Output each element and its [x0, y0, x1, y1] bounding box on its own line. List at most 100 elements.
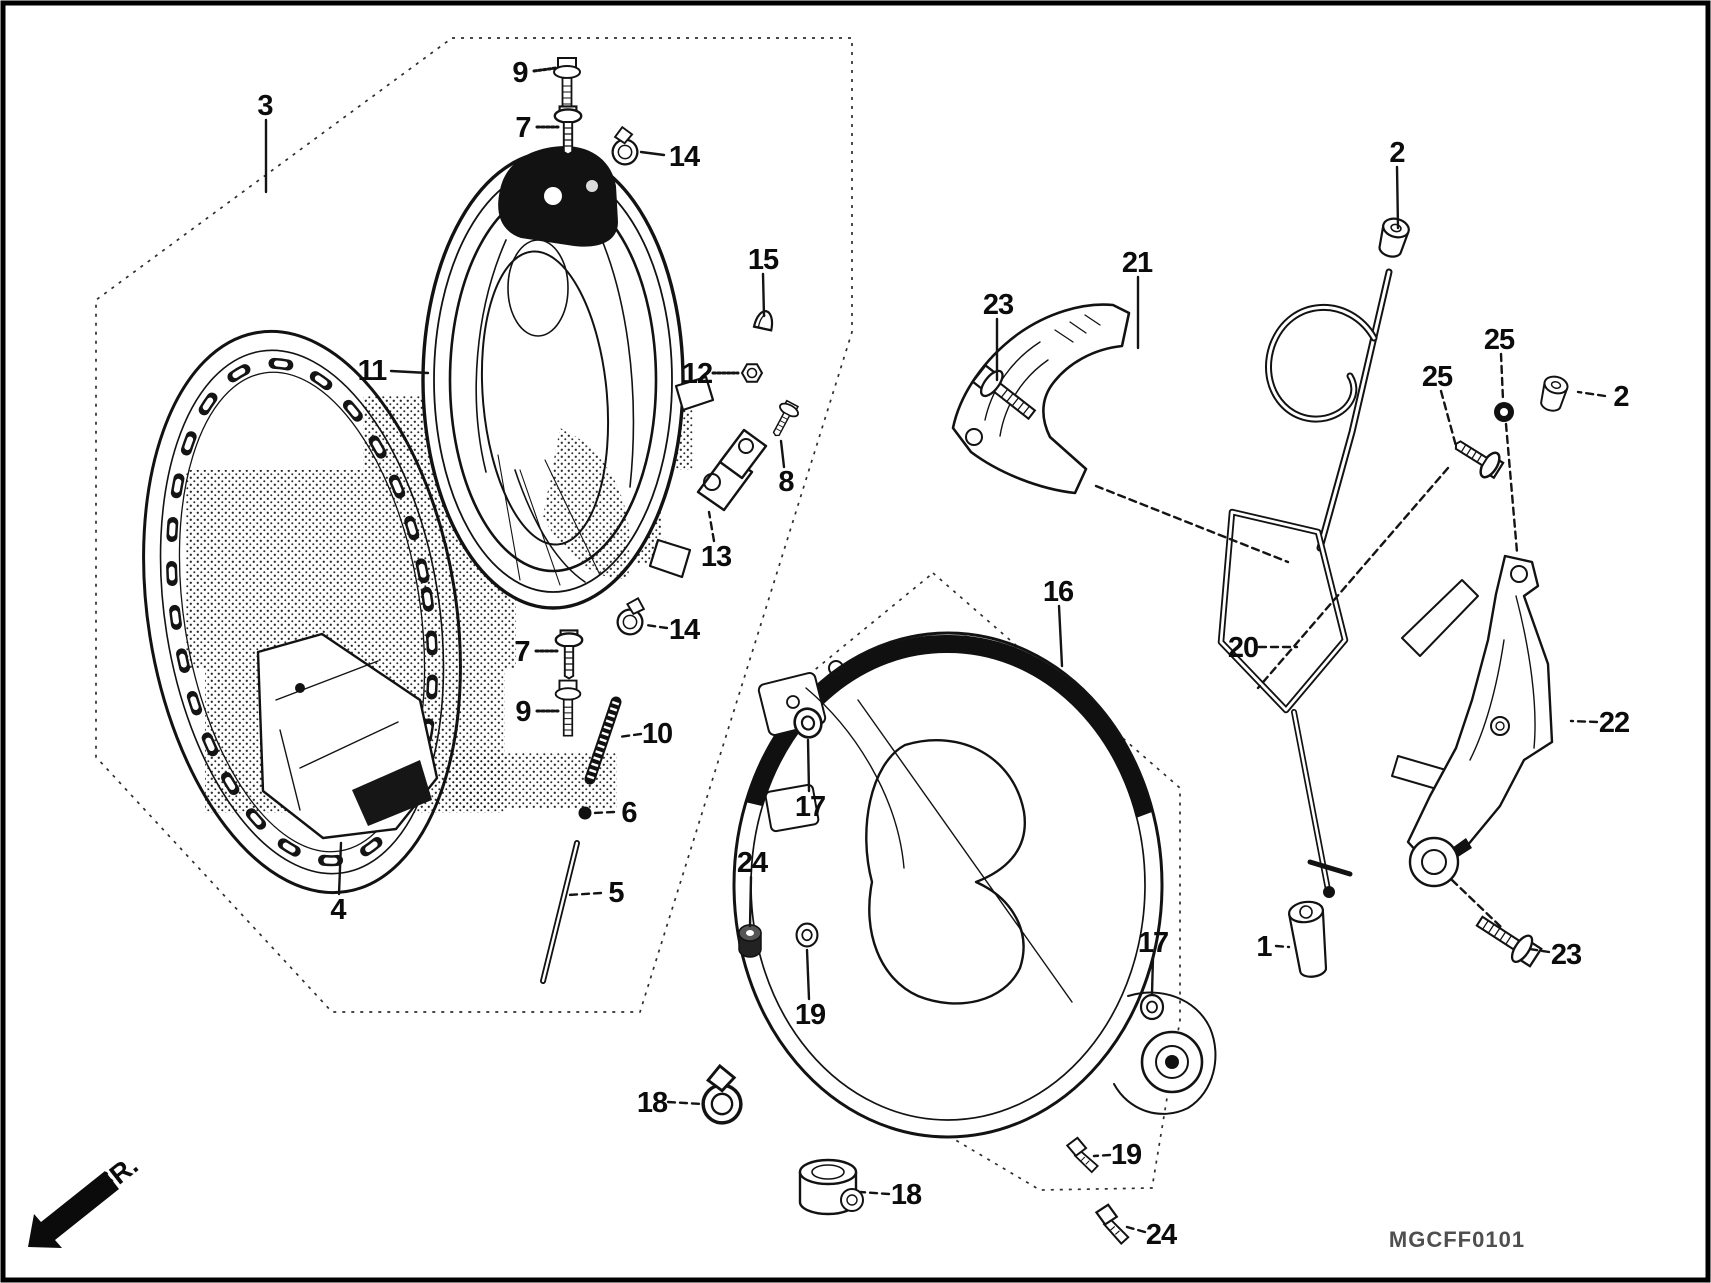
leader-washer25-to-bracket22	[1504, 422, 1519, 554]
screw-8	[765, 398, 803, 441]
leader-18-2	[858, 1190, 891, 1196]
part-callout-1: 1	[1256, 931, 1272, 963]
leader-14-2	[644, 623, 669, 630]
leader-4	[337, 841, 343, 896]
part-callout-18-1: 18	[637, 1087, 668, 1119]
bracket-21-art	[951, 303, 1131, 495]
part-callout-22: 22	[1599, 707, 1629, 739]
part-callout-14-2: 14	[669, 614, 700, 646]
part-callout-11: 11	[358, 355, 388, 387]
diagram-code: MGCFF0101	[1389, 1227, 1525, 1252]
part-callout-23-2: 23	[1551, 939, 1582, 971]
part-callout-2-1: 2	[1389, 137, 1404, 169]
bushing-2a	[1374, 214, 1412, 261]
part-callout-10: 10	[642, 718, 672, 750]
bolt-7b	[554, 629, 584, 680]
leader-15	[761, 272, 766, 318]
leader-13	[707, 510, 716, 543]
clamp-14b	[614, 594, 648, 638]
leader-10	[617, 732, 643, 739]
part-callout-25-1: 25	[1422, 361, 1453, 393]
headlight-unit-art	[421, 146, 715, 610]
part-callout-19-2: 19	[1111, 1139, 1142, 1171]
fr-arrow-icon	[28, 1171, 119, 1248]
headlight-case-art	[732, 631, 1217, 1139]
part-callout-20: 20	[1228, 632, 1258, 664]
leader-17-2	[1150, 955, 1155, 996]
part-callout-12: 12	[682, 358, 712, 390]
case-fasteners	[693, 703, 1165, 1246]
part-callout-7-2: 7	[514, 636, 529, 668]
bolt-9b	[554, 679, 582, 737]
bushing-2b	[1536, 373, 1571, 415]
leader-23-2	[1528, 947, 1551, 954]
stay-20-art	[1217, 268, 1393, 898]
bolt-23b	[1470, 907, 1545, 972]
nut-12	[741, 363, 763, 383]
part-callout-24-2: 24	[1146, 1219, 1177, 1251]
part-callout-2-2: 2	[1613, 381, 1628, 413]
right-fasteners	[1288, 214, 1571, 978]
part-callout-24-1: 24	[737, 847, 768, 879]
leader-19-1	[805, 948, 811, 1001]
part-callout-19-1: 19	[795, 999, 826, 1031]
part-callout-6: 6	[621, 797, 637, 829]
fr-indicator: FR.	[28, 1150, 144, 1248]
bracket-22-art	[1391, 554, 1554, 888]
part-callout-17-2: 17	[1138, 927, 1168, 959]
clamp-14a	[605, 123, 642, 169]
adjuster-13-art	[696, 428, 768, 512]
clamp-18a	[693, 1061, 747, 1129]
part-callout-15: 15	[748, 244, 779, 276]
leader-24-1	[748, 875, 753, 928]
leader-16	[1057, 604, 1064, 668]
part-callout-18-2: 18	[891, 1179, 922, 1211]
part-callout-16: 16	[1043, 576, 1074, 608]
screw-24b	[1090, 1201, 1136, 1246]
grommet-24a	[738, 924, 762, 958]
leader-bracket21-to-stay	[1094, 484, 1290, 564]
bushing-1	[1288, 900, 1328, 978]
leader-6	[592, 810, 616, 815]
part-callout-5: 5	[608, 877, 624, 909]
spring-rod-group	[540, 696, 622, 984]
part-callout-9-1: 9	[512, 57, 528, 89]
band-18b	[798, 1158, 864, 1216]
part-callout-4: 4	[330, 894, 346, 926]
part-callout-3: 3	[257, 90, 273, 122]
leader-25-2	[1499, 352, 1505, 402]
leader-2-2	[1576, 390, 1607, 398]
washer-17b	[1139, 993, 1165, 1021]
part-callout-14-1: 14	[669, 141, 700, 173]
leader-24-2	[1125, 1225, 1147, 1234]
ball-6	[578, 806, 592, 820]
part-callout-17-1: 17	[795, 791, 825, 823]
leader-18-1	[666, 1100, 704, 1106]
leader-8	[779, 439, 786, 469]
leader-17-1	[806, 738, 811, 793]
leader-2-1	[1395, 165, 1400, 230]
leader-25-1	[1439, 389, 1458, 448]
leader-5	[566, 891, 603, 897]
leader-screw25-to-frame	[1256, 466, 1450, 690]
part-callout-23-1: 23	[983, 289, 1014, 321]
leader-19-2	[1092, 1153, 1112, 1158]
leader-9-1	[532, 66, 558, 73]
case-region-boundary	[777, 571, 1181, 1191]
leader-11	[389, 369, 430, 375]
leader-14-1	[639, 150, 666, 157]
part-callout-8: 8	[778, 466, 794, 498]
leader-1	[1274, 944, 1291, 949]
part-callout-25-2: 25	[1484, 324, 1515, 356]
part-callout-7-1: 7	[515, 112, 530, 144]
leader-boss-to-bolt23	[1450, 878, 1504, 930]
part-callout-9-2: 9	[515, 696, 531, 728]
washer-25b	[1494, 402, 1514, 422]
screw-25a	[1447, 430, 1508, 484]
washer-19a	[795, 922, 819, 948]
part-callout-13: 13	[701, 541, 732, 573]
